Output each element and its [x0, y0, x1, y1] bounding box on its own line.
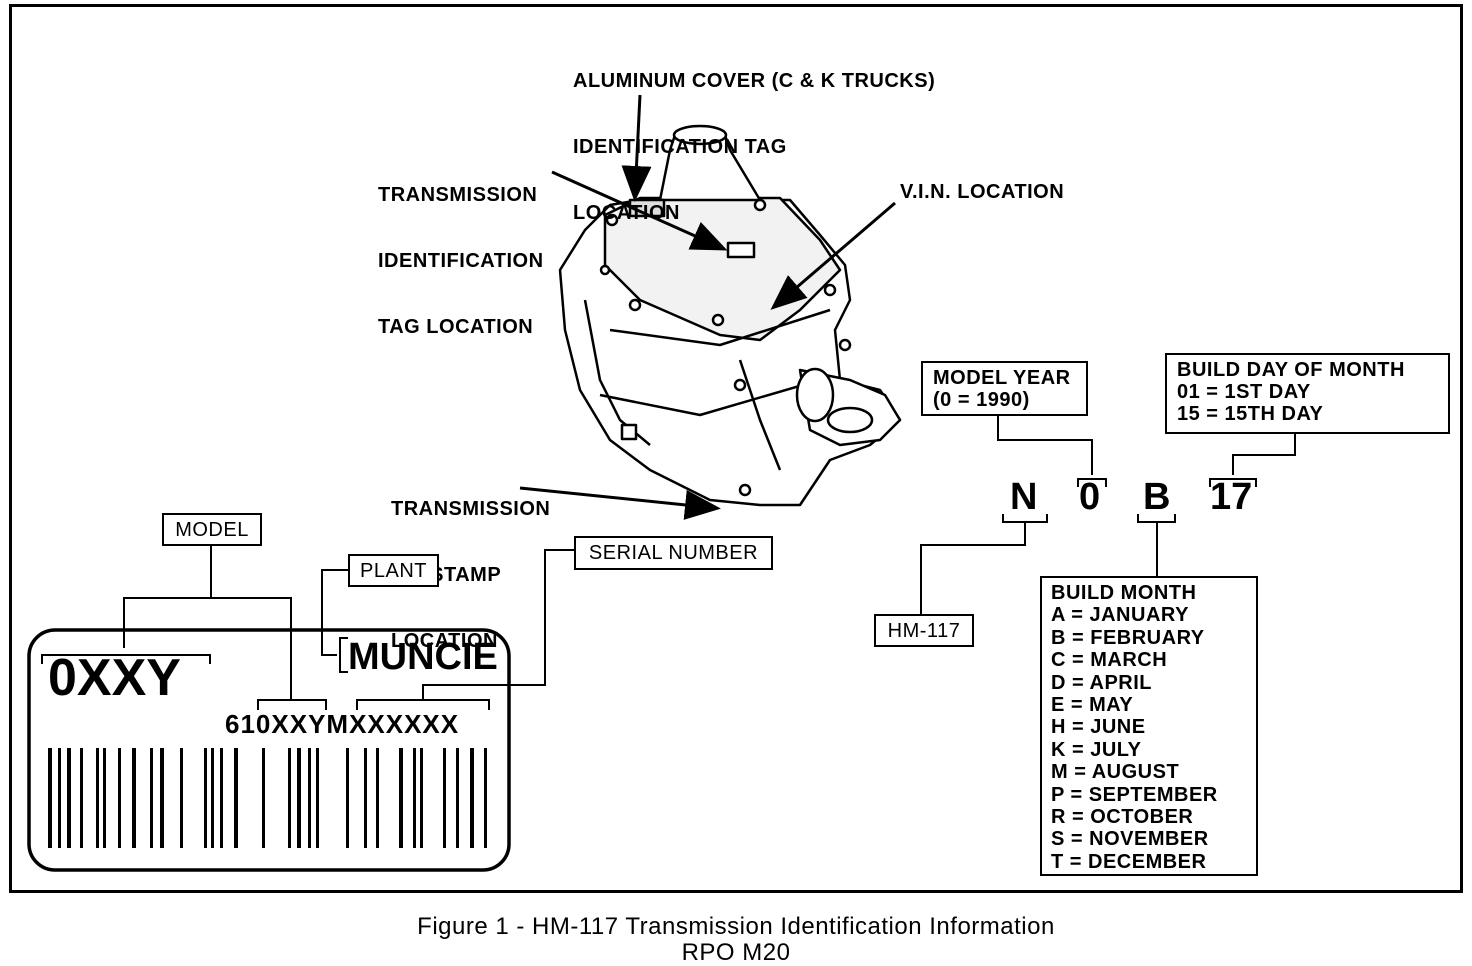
model-year-box: MODEL YEAR (0 = 1990) — [921, 361, 1088, 416]
trans-id-tag-line-1: TRANSMISSION — [378, 184, 538, 206]
model-year-title: MODEL YEAR — [933, 367, 1071, 389]
build-day-example-2: 15 = 15TH DAY — [1177, 403, 1324, 425]
barcode — [48, 748, 487, 848]
code-char-day: 17 — [1210, 476, 1253, 518]
build-month-box: BUILD MONTH A = JANUARY B = FEBRUARY C =… — [1040, 576, 1258, 876]
trans-stamp-line-1: TRANSMISSION — [391, 498, 551, 520]
figure-caption-rpo: RPO M20 — [681, 939, 791, 966]
id-tag-outline — [27, 628, 511, 872]
figure-frame — [9, 4, 1463, 893]
month-code-item: C = MARCH — [1051, 649, 1168, 672]
tag-serial-suffix: MXXXXXX — [326, 709, 460, 739]
build-month-title: BUILD MONTH — [1051, 582, 1197, 604]
aluminum-cover-line-3: LOCATION — [573, 202, 680, 224]
month-code-item: K = JULY — [1051, 738, 1142, 761]
month-code-item: D = APRIL — [1051, 671, 1152, 694]
aluminum-cover-line-2: IDENTIFICATION TAG — [573, 136, 787, 158]
month-code-item: S = NOVEMBER — [1051, 828, 1209, 851]
code-char-year: 0 — [1079, 476, 1101, 518]
figure-caption: Figure 1 - HM-117 Transmission Identific… — [417, 913, 1055, 940]
aluminum-cover-line-1: ALUMINUM COVER (C & K TRUCKS) — [573, 70, 936, 92]
trans-stamp-line-3: LOCATION — [391, 630, 498, 652]
code-char-month: B — [1143, 476, 1171, 518]
tag-serial-line: 610XXYMXXXXXX — [225, 709, 459, 739]
month-code-item: P = SEPTEMBER — [1051, 783, 1218, 806]
trans-id-tag-callout: TRANSMISSION IDENTIFICATION TAG LOCATION — [378, 140, 544, 360]
month-code-item: B = FEBRUARY — [1051, 626, 1205, 649]
build-day-title: BUILD DAY OF MONTH — [1177, 359, 1405, 381]
tag-serial-prefix: 610XXY — [225, 709, 327, 739]
month-code-item: R = OCTOBER — [1051, 806, 1194, 829]
tag-plant-name: MUNCIE — [348, 636, 498, 678]
serial-number-label-box: SERIAL NUMBER — [574, 536, 773, 570]
code-connectors — [41, 414, 1296, 710]
hm117-box: HM-117 — [874, 614, 974, 647]
model-year-example: (0 = 1990) — [933, 389, 1030, 411]
trans-id-tag-line-3: TAG LOCATION — [378, 316, 534, 338]
build-day-box: BUILD DAY OF MONTH 01 = 1ST DAY 15 = 15T… — [1165, 353, 1450, 434]
aluminum-cover-callout: ALUMINUM COVER (C & K TRUCKS) IDENTIFICA… — [573, 26, 935, 246]
tag-model-code: 0XXY — [48, 649, 181, 707]
vin-location-callout: V.I.N. LOCATION — [900, 181, 1065, 203]
callout-arrows — [519, 94, 896, 520]
model-label-box: MODEL — [162, 513, 262, 546]
month-code-item: A = JANUARY — [1051, 604, 1189, 627]
month-code-item: M = AUGUST — [1051, 761, 1180, 784]
month-code-item: T = DECEMBER — [1051, 850, 1207, 873]
trans-id-tag-line-2: IDENTIFICATION — [378, 250, 544, 272]
code-char-model: N — [1010, 476, 1038, 518]
plant-label-box: PLANT — [348, 554, 439, 587]
build-day-example-1: 01 = 1ST DAY — [1177, 381, 1311, 403]
month-code-item: E = MAY — [1051, 694, 1134, 717]
month-code-item: H = JUNE — [1051, 716, 1146, 739]
